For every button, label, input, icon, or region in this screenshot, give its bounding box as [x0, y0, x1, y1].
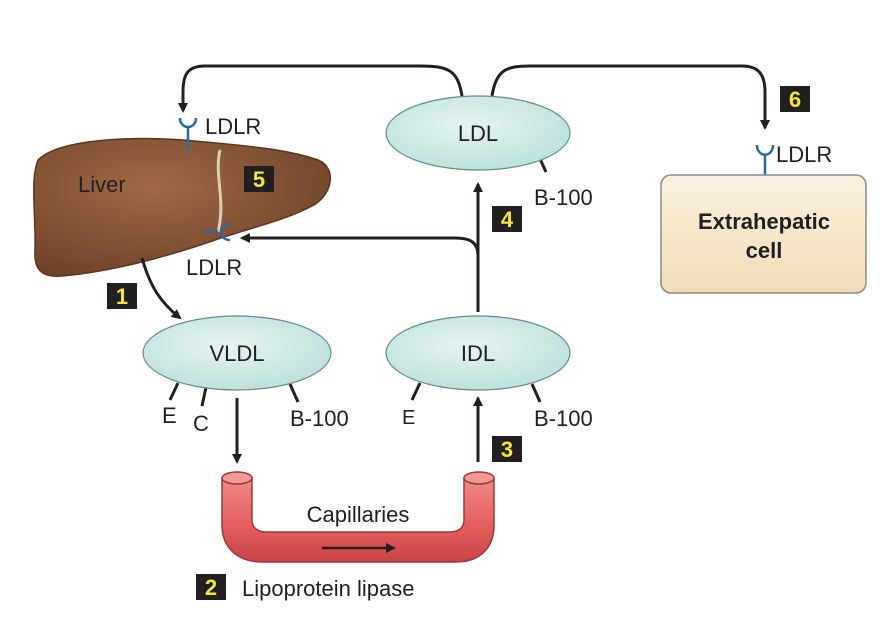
step-4-number: 4	[501, 207, 514, 232]
vldl-apob100-label: B-100	[290, 406, 349, 431]
liver-label: Liver	[78, 172, 126, 197]
arrow-liver-to-vldl	[140, 257, 182, 320]
receptor-icon-liver-top	[178, 117, 198, 150]
liver-ligament	[216, 149, 223, 233]
lipoprotein-lipase-label: Lipoprotein lipase	[242, 576, 414, 601]
arrow-ldl-to-liver	[178, 64, 464, 113]
extrahepatic-cell-label-line1: Extrahepatic	[698, 209, 830, 234]
vldl-label: VLDL	[209, 341, 264, 366]
step-6-number: 6	[789, 87, 801, 112]
step-3-number: 3	[501, 437, 513, 462]
receptor-icon-liver-bottom	[204, 222, 231, 242]
extrahepatic-cell-label-line2: cell	[746, 238, 783, 263]
ldl-apob100-label: B-100	[534, 185, 593, 210]
arrow-ldl-to-cell	[490, 64, 770, 130]
extrahepatic-cell-box	[660, 174, 867, 294]
ldlr-label-liver-top: LDLR	[205, 114, 261, 139]
vldl-particle: VLDL	[142, 315, 332, 407]
step-6-badge	[780, 86, 810, 112]
step-2-badge	[196, 574, 226, 600]
idl-apob100-label: B-100	[534, 406, 593, 431]
ldl-label: LDL	[458, 121, 498, 146]
idl-particle: IDL	[385, 315, 571, 403]
capillaries-label: Capillaries	[307, 502, 410, 527]
vldl-apoe-label: E	[162, 403, 177, 428]
capillary-tube	[221, 471, 495, 563]
liver: Liver	[33, 137, 332, 277]
ldlr-label-cell: LDLR	[776, 142, 832, 167]
step-2-number: 2	[205, 575, 217, 600]
step-1-number: 1	[116, 284, 128, 309]
step-5-badge	[244, 166, 274, 192]
ldlr-label-liver-bottom: LDLR	[186, 255, 242, 280]
step-5-number: 5	[253, 167, 265, 192]
step-1-badge	[107, 283, 137, 309]
step-3-badge	[492, 436, 522, 462]
arrow-idl-to-liver	[240, 233, 480, 257]
vldl-apoc-label: C	[193, 411, 209, 436]
receptor-icon-cell	[755, 144, 775, 176]
idl-label: IDL	[461, 341, 495, 366]
idl-apoe-label: E	[402, 407, 415, 429]
ldl-particle: LDL	[385, 95, 571, 173]
step-4-badge	[492, 206, 522, 232]
